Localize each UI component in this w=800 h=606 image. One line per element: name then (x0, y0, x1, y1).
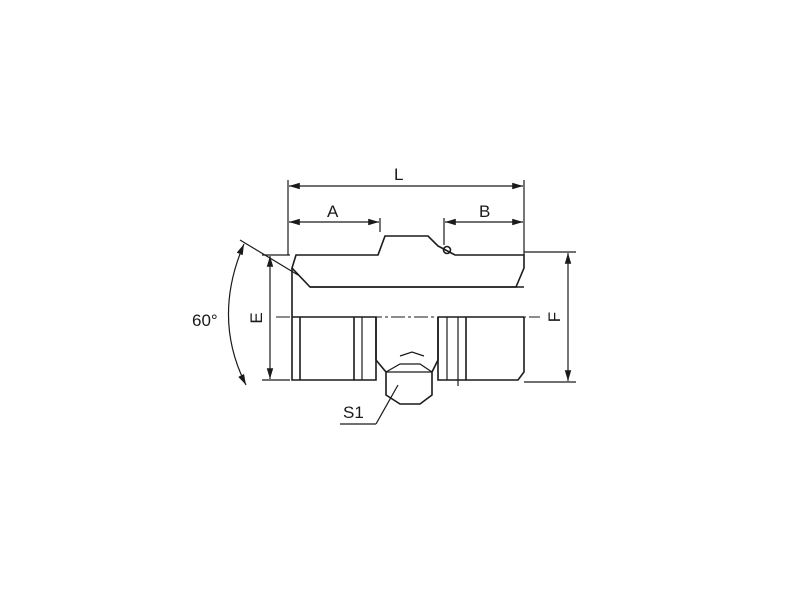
label-b: B (479, 202, 490, 221)
label-a: A (327, 202, 339, 221)
angle-dimension: 60° (192, 239, 299, 386)
dimension-l: L (289, 165, 523, 190)
label-angle: 60° (192, 311, 218, 330)
fitting-lower-view (291, 268, 525, 386)
hex-leader: S1 (340, 384, 399, 425)
label-e: E (247, 312, 266, 323)
label-s1: S1 (343, 403, 364, 422)
hex-body (375, 317, 439, 405)
label-l: L (394, 165, 403, 184)
dimension-a: A (289, 202, 379, 226)
dimension-e: E (247, 256, 274, 379)
fitting-upper-section (291, 235, 525, 288)
label-f: F (545, 312, 564, 322)
extension-lines (262, 180, 576, 383)
dimension-f: F (545, 253, 572, 381)
dimension-b: B (445, 202, 523, 226)
